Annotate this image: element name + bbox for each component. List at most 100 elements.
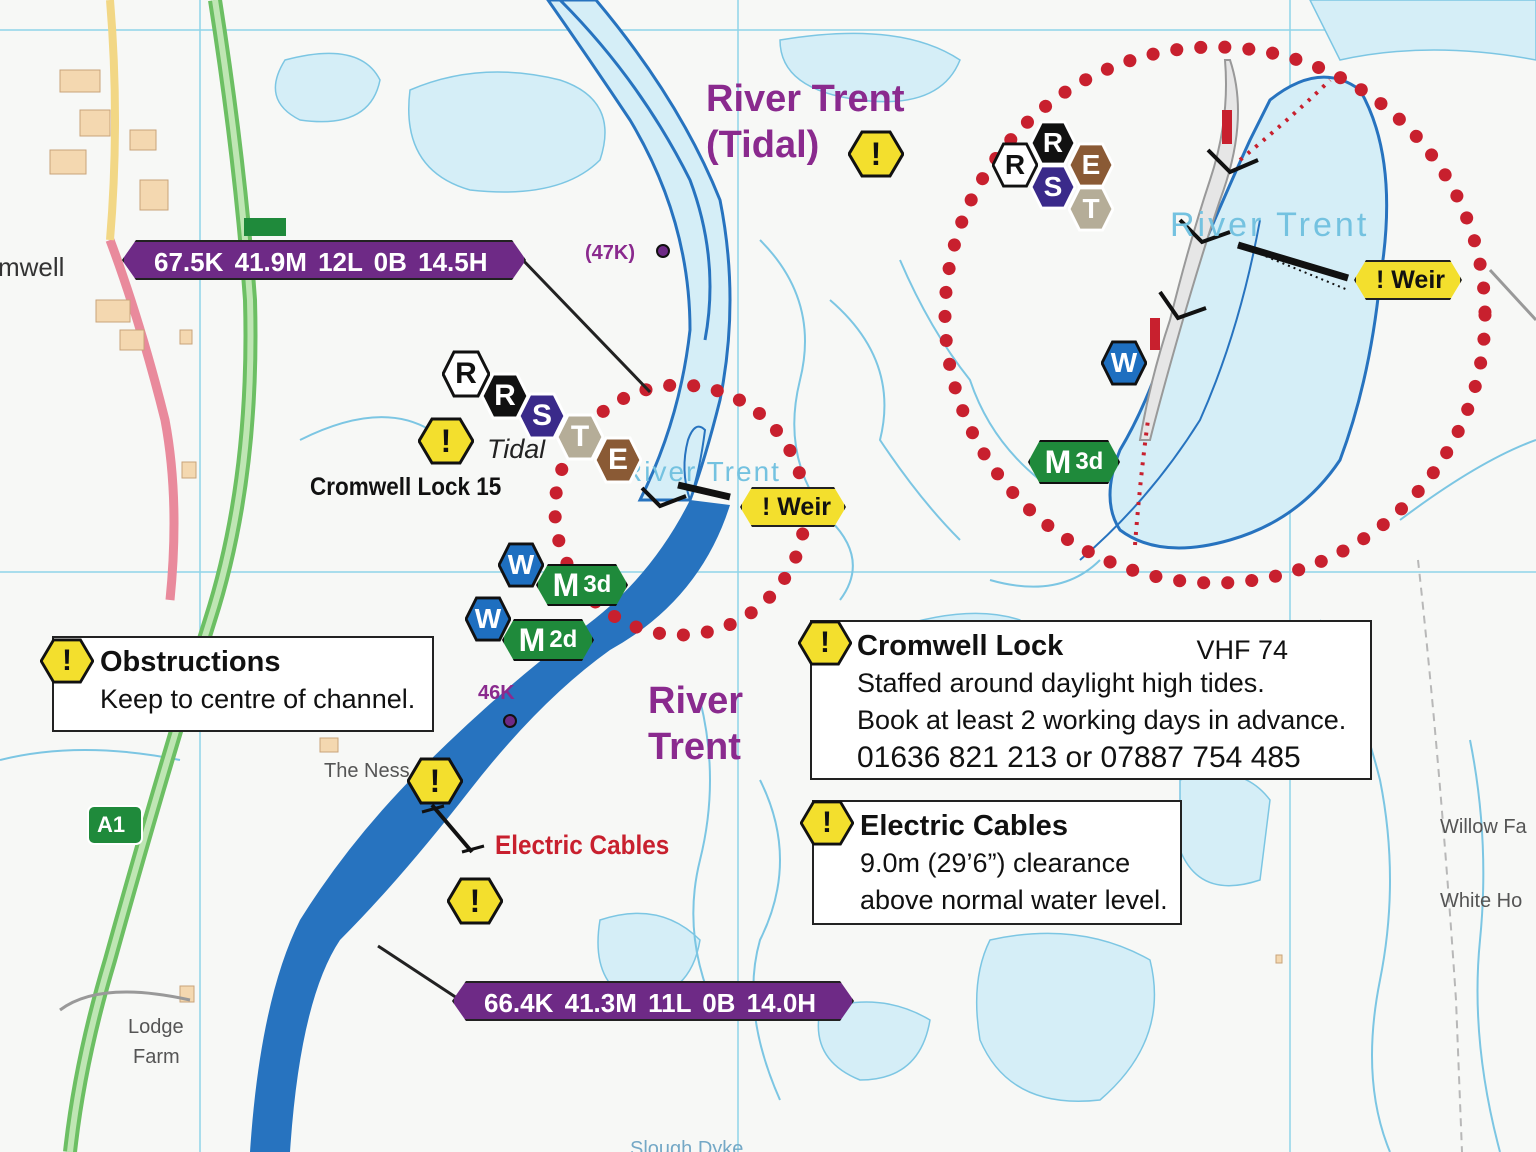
- lock-info-staffed: Staffed around daylight high tides.: [857, 668, 1265, 698]
- facility-e-letter: E: [1081, 149, 1101, 180]
- warning-hex-cables-info: !: [800, 800, 854, 846]
- river-tidal-name-line1: River Trent: [706, 78, 905, 120]
- warning-hex-tidal[interactable]: !: [848, 130, 904, 178]
- leader-lines: [377, 253, 652, 1002]
- water-point-hex-1[interactable]: W: [498, 542, 544, 588]
- mooring-m-letter: M: [552, 566, 580, 603]
- mooring-m-letter: M: [518, 621, 546, 658]
- river-main-name-line2: Trent: [648, 726, 741, 768]
- info-box-cromwell-lock[interactable]: Cromwell Lock VHF 74 Staffed around dayl…: [810, 620, 1372, 780]
- lock-info-phone: 01636 821 213 or 07887 754 485: [857, 741, 1301, 774]
- cable-line: [430, 803, 474, 854]
- distance-bar-upper[interactable]: 67.5K 41.9M 12L 0B 14.5H: [122, 240, 526, 280]
- facility-r-letter: R: [455, 357, 477, 390]
- mooring-duration: 3d: [583, 571, 612, 598]
- lock-info-booking: Book at least 2 working days in advance.: [857, 705, 1347, 735]
- km-46-dot: [503, 714, 517, 728]
- cables-info-title: Electric Cables: [860, 810, 1068, 842]
- facility-rubbish-hex-2[interactable]: R: [1030, 120, 1076, 166]
- facility-s-letter: S: [531, 399, 552, 432]
- facility-r-letter: R: [1042, 127, 1064, 158]
- warning-icon: !: [820, 626, 830, 659]
- lock-name-label: Cromwell Lock 15: [310, 473, 502, 501]
- river-channel: [250, 500, 730, 1152]
- weir-label: Weir: [777, 493, 832, 521]
- minor-road: [105, 238, 179, 601]
- mooring-duration: 2d: [549, 626, 578, 653]
- place-white-house: White Ho: [1440, 890, 1523, 912]
- weir-tag-upper[interactable]: ! Weir: [1354, 260, 1462, 300]
- cables-info-level: above normal water level.: [860, 885, 1168, 915]
- warning-icon: !: [469, 882, 481, 919]
- km-marker-46: 46K: [478, 682, 515, 704]
- place-lodge-farm-line2: Farm: [133, 1046, 180, 1068]
- facility-r-letter: R: [494, 379, 516, 412]
- warning-hex-lock-info: !: [798, 620, 852, 666]
- facility-s-letter: S: [1043, 171, 1063, 202]
- river-tidal-name-line2: (Tidal): [706, 124, 820, 166]
- facility-t-letter: T: [570, 420, 590, 453]
- place-slough-dyke: Slough Dyke: [630, 1138, 744, 1152]
- facility-w-letter: W: [507, 549, 535, 580]
- a1-shield: [87, 805, 143, 845]
- facility-elsan-hex-2[interactable]: E: [1068, 142, 1114, 188]
- river-faded-name-2: River Trent: [622, 456, 781, 487]
- cables-info-clearance: 9.0m (29’6”) clearance: [860, 848, 1131, 878]
- place-lodge-farm-line1: Lodge: [128, 1016, 184, 1038]
- place-the-ness: The Ness: [324, 760, 410, 782]
- buildings: [49, 69, 1283, 1003]
- weir-warning-icon: !: [762, 493, 771, 521]
- facility-r-letter: R: [1004, 149, 1026, 180]
- facility-t-letter: T: [1082, 193, 1100, 224]
- warning-hex-lock[interactable]: !: [418, 417, 474, 465]
- warning-icon: !: [822, 806, 832, 839]
- facility-w-letter: W: [474, 603, 502, 634]
- place-willow-farm: Willow Fa: [1440, 816, 1527, 838]
- mooring-m-letter: M: [1044, 443, 1072, 480]
- mooring-duration: 3d: [1075, 448, 1104, 475]
- warning-hex-cables-south[interactable]: !: [447, 877, 503, 925]
- cromwell-reach-lake: [1108, 75, 1389, 550]
- info-box-obstructions[interactable]: Obstructions Keep to centre of channel.: [52, 636, 434, 732]
- warning-icon: !: [62, 644, 72, 677]
- lock-vhf-channel: VHF 74: [1196, 635, 1288, 665]
- facility-sanitary-hex-2[interactable]: S: [1030, 164, 1076, 210]
- info-box-electric-cables[interactable]: Electric Cables 9.0m (29’6”) clearance a…: [812, 800, 1182, 925]
- km-marker-47: (47K): [585, 242, 636, 264]
- electric-cables-label: Electric Cables: [495, 830, 670, 860]
- a1-road-label: A1: [97, 812, 126, 837]
- streams: [0, 239, 1536, 1152]
- lock-info-title: Cromwell Lock: [857, 630, 1064, 662]
- river-faded-name-1: River Trent: [1170, 206, 1370, 244]
- warning-icon: !: [429, 762, 441, 799]
- weir-tag-lower[interactable]: ! Weir: [740, 487, 846, 527]
- facility-sanitary-hex[interactable]: S: [518, 392, 566, 440]
- facility-toilet-hex-2[interactable]: T: [1068, 186, 1114, 232]
- facility-w-letter: W: [1110, 347, 1138, 378]
- weir-warning-icon: !: [1376, 266, 1385, 294]
- facility-elsan-hex[interactable]: E: [594, 436, 642, 484]
- warning-hex-cables-north[interactable]: !: [407, 757, 463, 805]
- obstructions-title: Obstructions: [100, 646, 281, 678]
- place-cromwell: mwell: [0, 252, 65, 282]
- km-47-dot: [656, 244, 670, 258]
- water-point-hex-3[interactable]: W: [1101, 340, 1147, 386]
- facility-rubbish-hex[interactable]: R: [481, 372, 529, 420]
- yellow-road: [106, 0, 119, 241]
- warning-hex-obstructions: !: [40, 638, 94, 684]
- weir-label: Weir: [1391, 266, 1446, 294]
- facility-toilet-hex[interactable]: T: [556, 413, 604, 461]
- weir-lines: [677, 241, 1350, 501]
- lock-gates: [640, 148, 1259, 509]
- water-point-hex-2[interactable]: W: [465, 596, 511, 642]
- distance-bar-lower[interactable]: 66.4K 41.3M 11L 0B 14.0H: [452, 981, 854, 1021]
- facility-refuse-hex[interactable]: R: [442, 350, 490, 398]
- obstructions-text: Keep to centre of channel.: [100, 684, 416, 714]
- facility-refuse-hex-2[interactable]: R: [992, 142, 1038, 188]
- river-main-name-line1: River: [648, 680, 744, 722]
